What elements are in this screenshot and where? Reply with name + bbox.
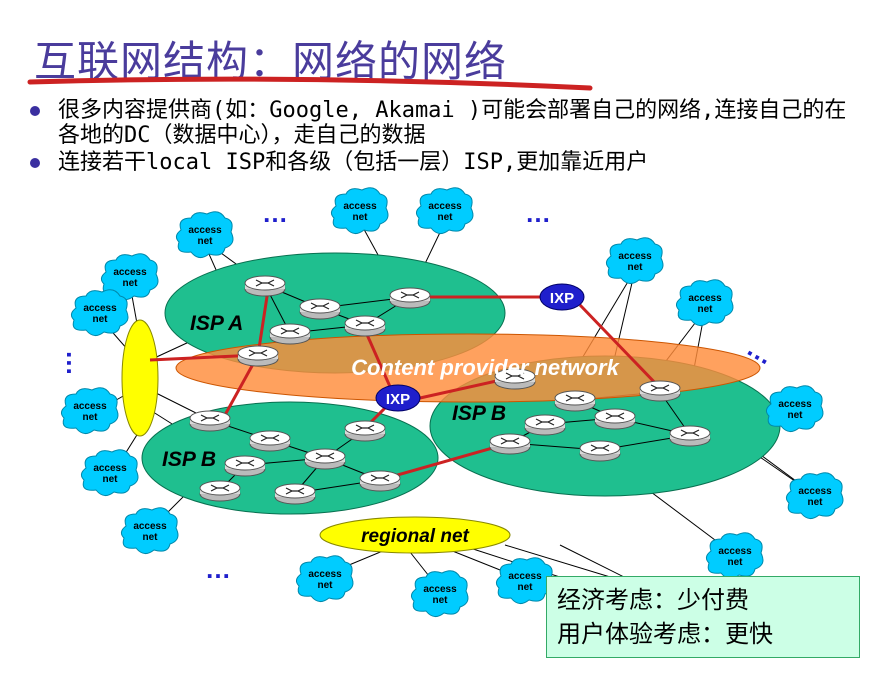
- access-net-label: net: [628, 262, 644, 273]
- regional-net-label: regional net: [361, 526, 469, 547]
- ellipsis-left: …: [61, 350, 91, 376]
- access-net-label: access: [618, 251, 652, 262]
- access-net-label: net: [93, 314, 109, 325]
- regional-ellipse-left: [121, 319, 159, 437]
- access-net-label: net: [518, 582, 534, 593]
- access-net-label: net: [123, 278, 139, 289]
- ellipsis-top-right: …: [525, 198, 551, 228]
- ixp-node-top: [539, 283, 585, 311]
- access-net-label: access: [428, 201, 462, 212]
- access-net-label: access: [73, 401, 107, 412]
- isp-a-label: ISP A: [190, 312, 243, 335]
- bullet-list: 很多内容提供商(如：Google, Akamai )可能会部署自己的网络,连接自…: [30, 98, 860, 177]
- access-net-label: net: [788, 410, 804, 421]
- bullet-text: 很多内容提供商(如：Google, Akamai )可能会部署自己的网络,连接自…: [58, 98, 847, 148]
- access-net-label: access: [343, 201, 377, 212]
- ellipsis-top-left: …: [262, 198, 288, 228]
- bullet-dot-icon: [30, 106, 40, 116]
- access-net-label: access: [508, 571, 542, 582]
- access-net-label: net: [83, 412, 99, 423]
- access-net-label: access: [113, 267, 147, 278]
- access-nets: accessnetaccessnetaccessnetaccessnetacce…: [60, 187, 844, 618]
- title-underline: [27, 76, 593, 91]
- bullet-item: 连接若干local ISP和各级（包括一层）ISP,更加靠近用户: [30, 150, 860, 175]
- access-net-label: access: [188, 225, 222, 236]
- bullet-text: 连接若干local ISP和各级（包括一层）ISP,更加靠近用户: [58, 150, 649, 175]
- access-net-label: net: [143, 532, 159, 543]
- access-net-label: access: [308, 569, 342, 580]
- access-net-label: net: [433, 595, 449, 606]
- content-provider-network: [175, 333, 761, 403]
- access-net-label: net: [318, 580, 334, 591]
- callout-line: 用户体验考虑：更快: [557, 620, 773, 648]
- access-net-label: access: [798, 486, 832, 497]
- content-provider-label: Content provider network: [351, 355, 620, 380]
- isp-b-right-label: ISP B: [452, 402, 506, 425]
- access-net-label: access: [778, 399, 812, 410]
- access-net-label: access: [688, 293, 722, 304]
- access-net-label: access: [133, 521, 167, 532]
- access-net-label: access: [93, 463, 127, 474]
- bullet-dot-icon: [30, 158, 40, 168]
- access-net-label: net: [353, 212, 369, 223]
- isp-b-left-label: ISP B: [162, 448, 216, 471]
- access-net-label: access: [718, 546, 752, 557]
- access-net-label: net: [698, 304, 714, 315]
- access-net-label: access: [83, 303, 117, 314]
- access-net-label: net: [198, 236, 214, 247]
- access-net-label: net: [103, 474, 119, 485]
- callout-line: 经济考虑：少付费: [557, 586, 749, 614]
- ixp-label-middle: IXP: [386, 391, 410, 408]
- access-net-label: net: [808, 497, 824, 508]
- access-net-label: net: [438, 212, 454, 223]
- access-net-label: net: [728, 557, 744, 568]
- ixp-node-middle: [375, 384, 421, 412]
- callout-box: 经济考虑：少付费 用户体验考虑：更快: [546, 576, 860, 658]
- ellipsis-bottom-left: …: [205, 554, 231, 584]
- bullet-item: 很多内容提供商(如：Google, Akamai )可能会部署自己的网络,连接自…: [30, 98, 860, 148]
- ixp-label-top: IXP: [550, 290, 574, 307]
- regional-net: [319, 516, 511, 554]
- access-net-label: access: [423, 584, 457, 595]
